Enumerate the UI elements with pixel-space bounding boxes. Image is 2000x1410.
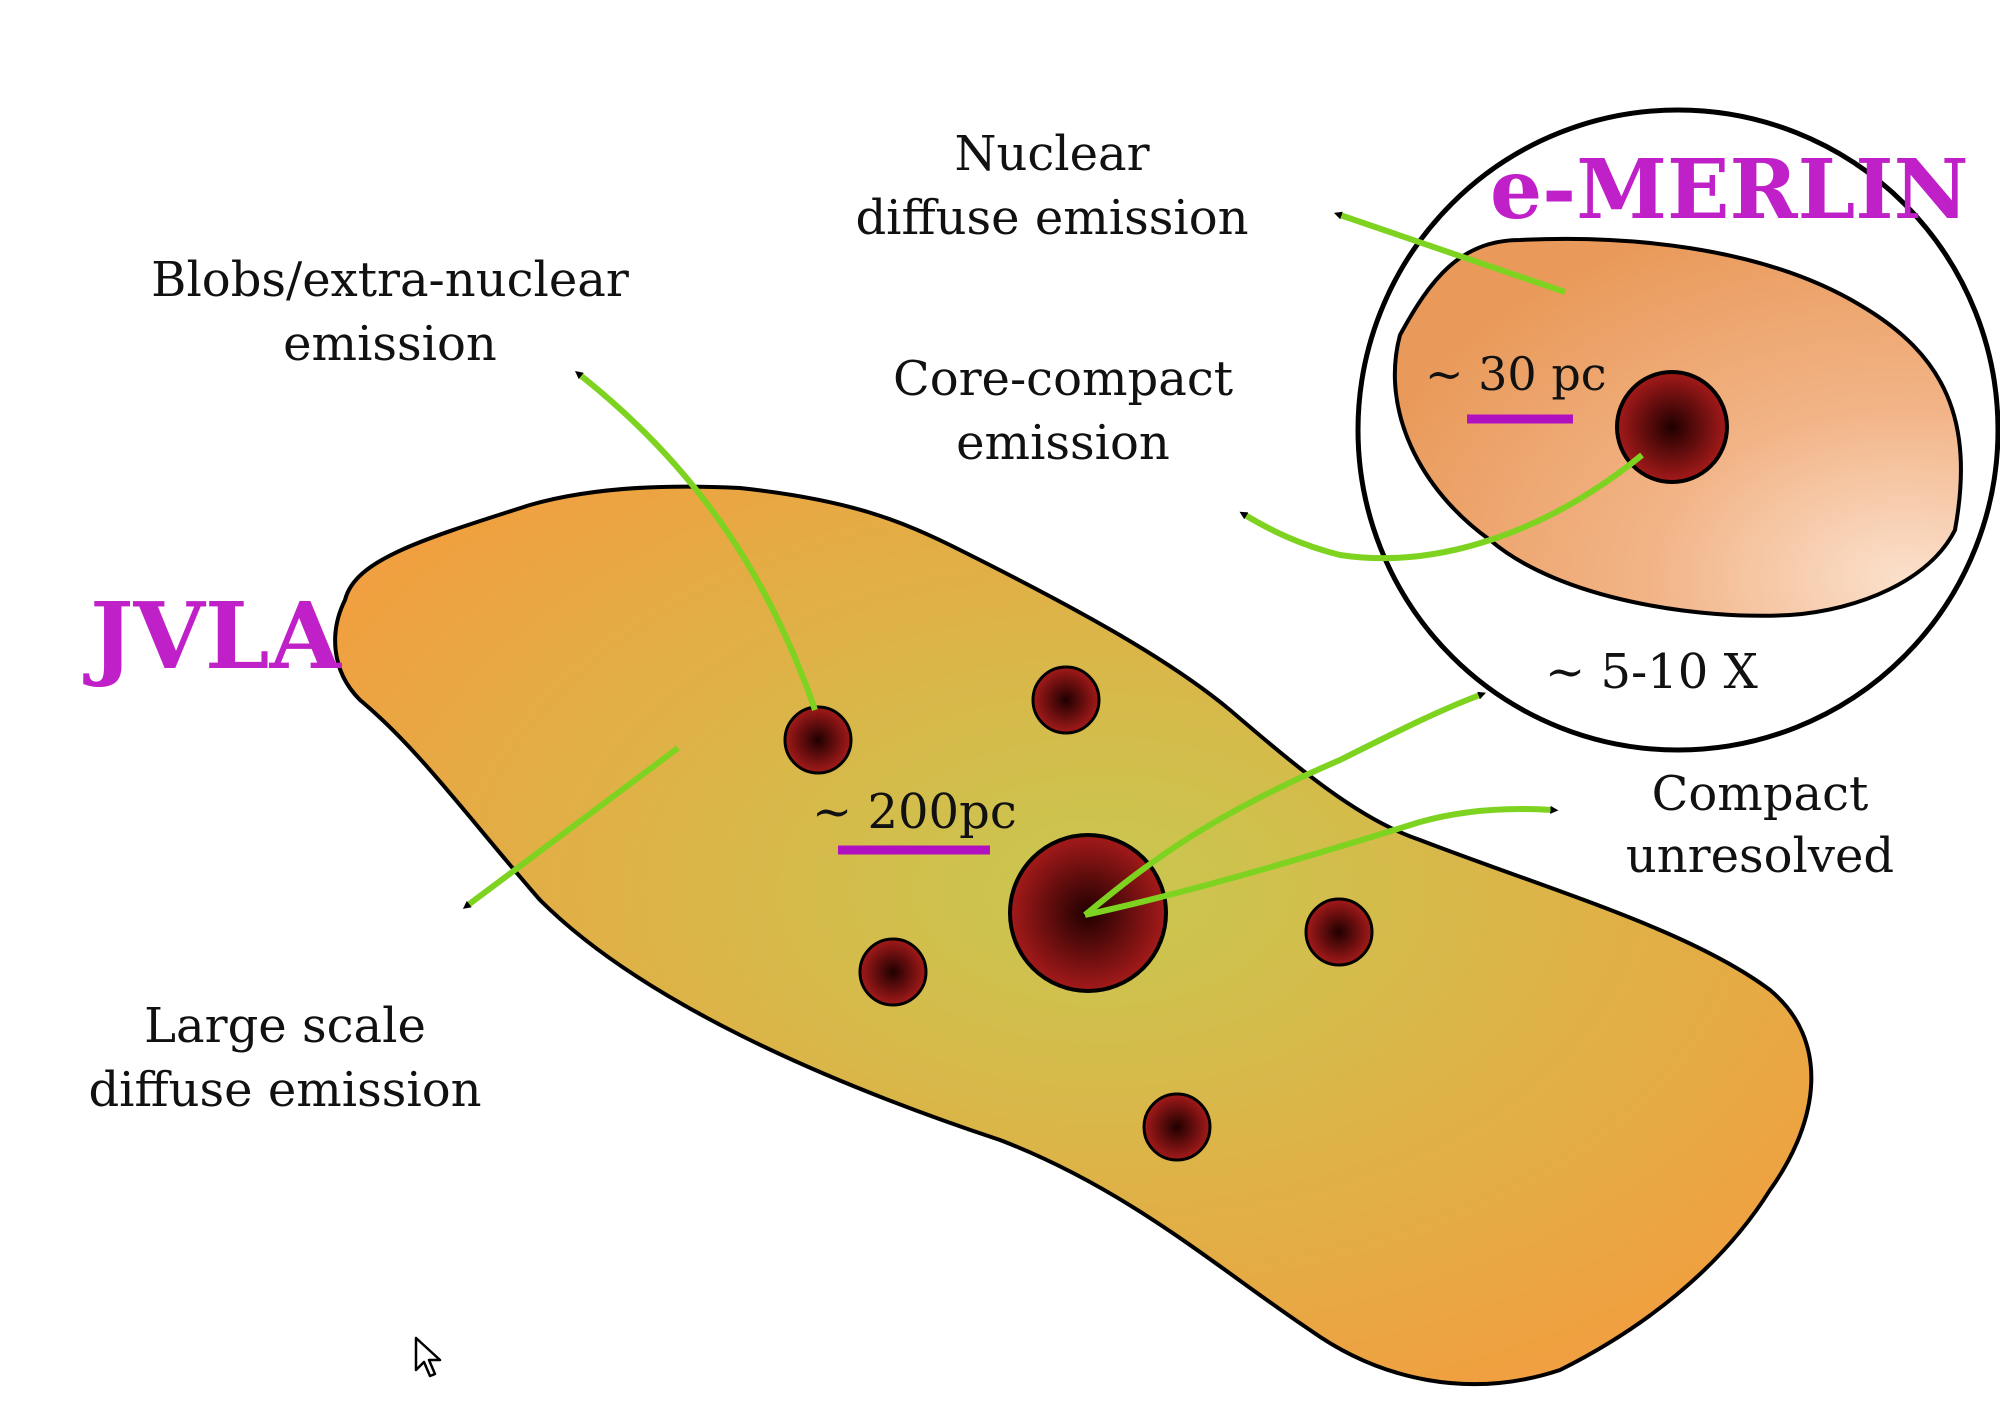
blobs-label-line2: emission: [283, 316, 497, 372]
core-compact-arrow: [1239, 452, 1644, 562]
jvla-blob-1: [783, 705, 853, 775]
jvla-scale-label: ~ 200pc: [812, 784, 1017, 840]
nuclear-arrow: [1333, 211, 1566, 295]
compact-arrow: [1084, 805, 1559, 918]
compact-unresolved-label-line2: unresolved: [1626, 828, 1894, 884]
jvla-label: JVLA: [83, 582, 343, 690]
zoom-arrow: [1083, 691, 1486, 918]
emerlin-label: e-MERLIN: [1490, 142, 1969, 238]
core-compact-label-line1: Core-compact: [893, 351, 1233, 407]
compact-unresolved-label-line1: Compact: [1652, 766, 1869, 822]
jvla-blob-4: [1304, 897, 1374, 967]
large-scale-label-line1: Large scale: [144, 998, 426, 1054]
jvla-blob-5: [1142, 1092, 1212, 1162]
nuclear-label-line1: Nuclear: [954, 126, 1149, 182]
large-scale-label-line2: diffuse emission: [88, 1062, 481, 1118]
zoom-factor-label: ~ 5-10 X: [1545, 644, 1758, 700]
large-scale-arrow: [462, 745, 680, 909]
jvla-blob-2: [1031, 665, 1101, 735]
emerlin-scale-label: ~ 30 pc: [1425, 347, 1607, 401]
core-compact-label-line2: emission: [956, 415, 1170, 471]
emerlin-core: [1615, 370, 1729, 484]
nuclear-label-line2: diffuse emission: [855, 190, 1248, 246]
blobs-label-line1: Blobs/extra-nuclear: [151, 252, 629, 308]
blobs-arrow: [574, 371, 818, 711]
mouse-pointer-icon: [414, 1336, 442, 1378]
jvla-blob-3: [858, 937, 928, 1007]
